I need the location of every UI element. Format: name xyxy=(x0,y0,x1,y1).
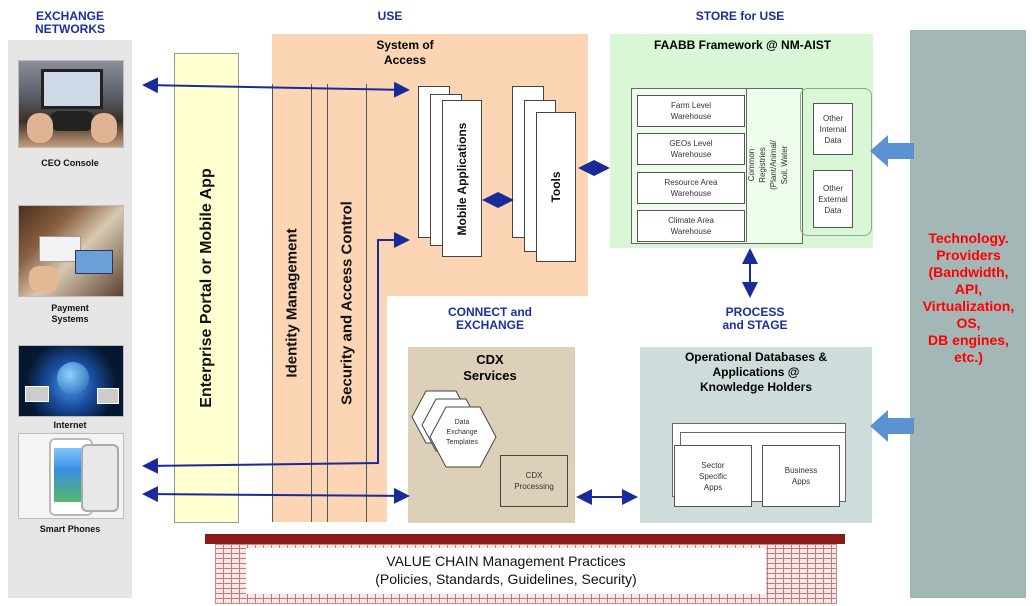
faabb-title: FAABB Framework @ NM-AIST xyxy=(653,38,832,52)
warehouse-box: Resource Area Warehouse xyxy=(637,172,745,204)
header-exchange-networks: EXCHANGE NETWORKS xyxy=(35,9,105,36)
value-chain-bar xyxy=(205,534,845,544)
payment-systems-image xyxy=(18,205,124,297)
system-of-access-title: System of Access xyxy=(376,38,434,67)
warehouse-box: Farm Level Warehouse xyxy=(637,95,745,127)
other-internal-data-box: Other Internal Data xyxy=(813,103,853,155)
technology-arrow-lower xyxy=(870,410,914,442)
smart-phones-image xyxy=(18,433,124,519)
sector-specific-apps-box: Sector Specific Apps xyxy=(674,445,752,507)
payment-systems-label: Payment Systems xyxy=(51,303,89,324)
header-process-stage: PROCESS and STAGE xyxy=(722,305,788,332)
warehouse-box: Climate Area Warehouse xyxy=(637,210,745,242)
smartphone-to-cdx-arrow xyxy=(142,486,410,504)
common-registries-box: Common Registries (Plant/Animal/ Soil, W… xyxy=(746,88,789,242)
warehouse-box: GEOs Level Warehouse xyxy=(637,133,745,165)
mobile-apps-card-front: Mobile Applications xyxy=(442,100,482,257)
header-use: USE xyxy=(377,9,403,23)
header-connect-exchange: CONNECT and EXCHANGE xyxy=(448,305,532,332)
other-data-group xyxy=(800,88,872,236)
technology-providers-block xyxy=(910,30,1026,598)
tools-card-front: Tools xyxy=(536,112,576,262)
ceo-to-mobile-arrow xyxy=(142,77,410,98)
ceo-console-label: CEO Console xyxy=(41,158,99,168)
value-chain-label: VALUE CHAIN Management Practices (Polici… xyxy=(375,553,637,587)
technology-arrow-upper xyxy=(870,135,914,167)
internet-image xyxy=(18,345,124,417)
value-chain-label-box xyxy=(246,548,766,594)
data-exchange-templates-label: Data Exchange Templates xyxy=(446,419,478,446)
smart-phones-label: Smart Phones xyxy=(39,524,101,534)
business-apps-box: Business Apps xyxy=(762,445,840,507)
ceo-console-image xyxy=(18,60,124,148)
header-store-for-use: STORE for USE xyxy=(695,9,785,23)
technology-providers-label: Technology. Providers (Bandwidth, API, V… xyxy=(922,230,1015,365)
internet-label: Internet xyxy=(53,420,87,430)
smartphone-to-security-arrow xyxy=(142,232,410,474)
cdx-services-title: CDX Services xyxy=(463,352,517,383)
cdx-processing-box: CDX Processing xyxy=(500,455,568,507)
operational-databases-title: Operational Databases & Applications @ K… xyxy=(684,350,828,394)
data-exchange-hexagons xyxy=(411,390,497,468)
other-external-data-box: Other External Data xyxy=(813,170,853,228)
